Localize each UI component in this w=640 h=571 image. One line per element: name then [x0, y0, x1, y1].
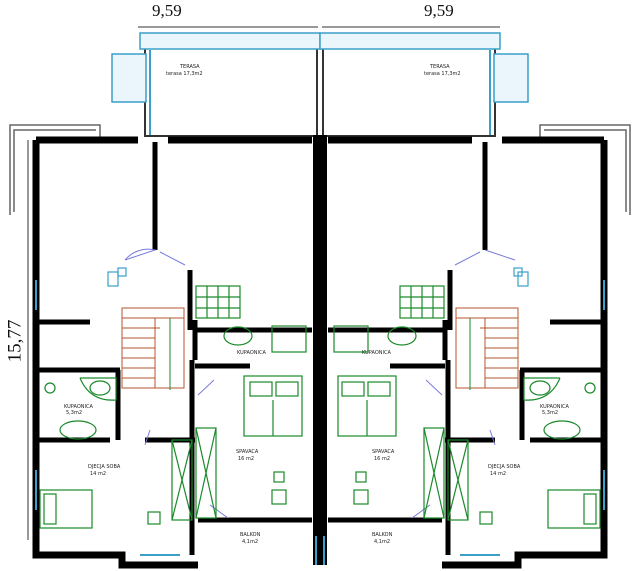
- stairs-left: [121, 307, 185, 390]
- childroom-right-area: 14 m2: [490, 471, 506, 477]
- balcony-right-label: BALKON: [372, 532, 393, 538]
- room-labels: KUPAONICA KUPAONICA KUPAONICA 5,3m2 KUPA…: [64, 350, 569, 545]
- meter-boxes: [107, 267, 529, 287]
- bedroom-left-label: SPAVACA: [236, 449, 259, 455]
- childroom-left-label: DJECJA SOBA: [88, 464, 121, 470]
- dimension-width-left: 9,59: [152, 1, 182, 20]
- bedroom-left-area: 16 m2: [238, 456, 254, 462]
- terrace-left: TERASA terasa 17,3m2: [111, 32, 321, 137]
- fixtures: [39, 285, 601, 529]
- interior-walls: [38, 142, 602, 555]
- bathroom-upper-left-label: KUPAONICA: [237, 350, 266, 356]
- balcony-left-label: BALKON: [240, 532, 261, 538]
- stairs-right: [455, 307, 519, 390]
- childroom-left-area: 14 m2: [90, 471, 106, 477]
- balcony-right-area: 4,1m2: [374, 539, 390, 545]
- bathroom-right-label: KUPAONICA: [540, 404, 569, 410]
- bay-windows: [9, 124, 631, 215]
- dimension-width-right: 9,59: [424, 1, 454, 20]
- childroom-right-label: DJECJA SOBA: [488, 464, 521, 470]
- terrace-right-area: terasa 17,3m2: [424, 71, 461, 77]
- party-wall: [313, 135, 327, 565]
- windows: [35, 280, 605, 565]
- bathroom-left-area: 5,3m2: [66, 410, 82, 416]
- bedroom-right-area: 16 m2: [374, 456, 390, 462]
- terrace-left-label: TERASA: [179, 64, 200, 70]
- bathroom-upper-right-label: KUPAONICA: [362, 350, 391, 356]
- dimension-lines: [27, 26, 500, 540]
- bedroom-right-label: SPAVACA: [372, 449, 395, 455]
- bathroom-right-area: 5,3m2: [542, 410, 558, 416]
- terrace-right: TERASA terasa 17,3m2: [319, 32, 529, 137]
- terrace-left-area: terasa 17,3m2: [166, 71, 203, 77]
- balcony-left-area: 4,1m2: [242, 539, 258, 545]
- bathroom-left-label: KUPAONICA: [64, 404, 93, 410]
- exterior-walls: [32, 136, 608, 569]
- terrace-right-label: TERASA: [429, 64, 450, 70]
